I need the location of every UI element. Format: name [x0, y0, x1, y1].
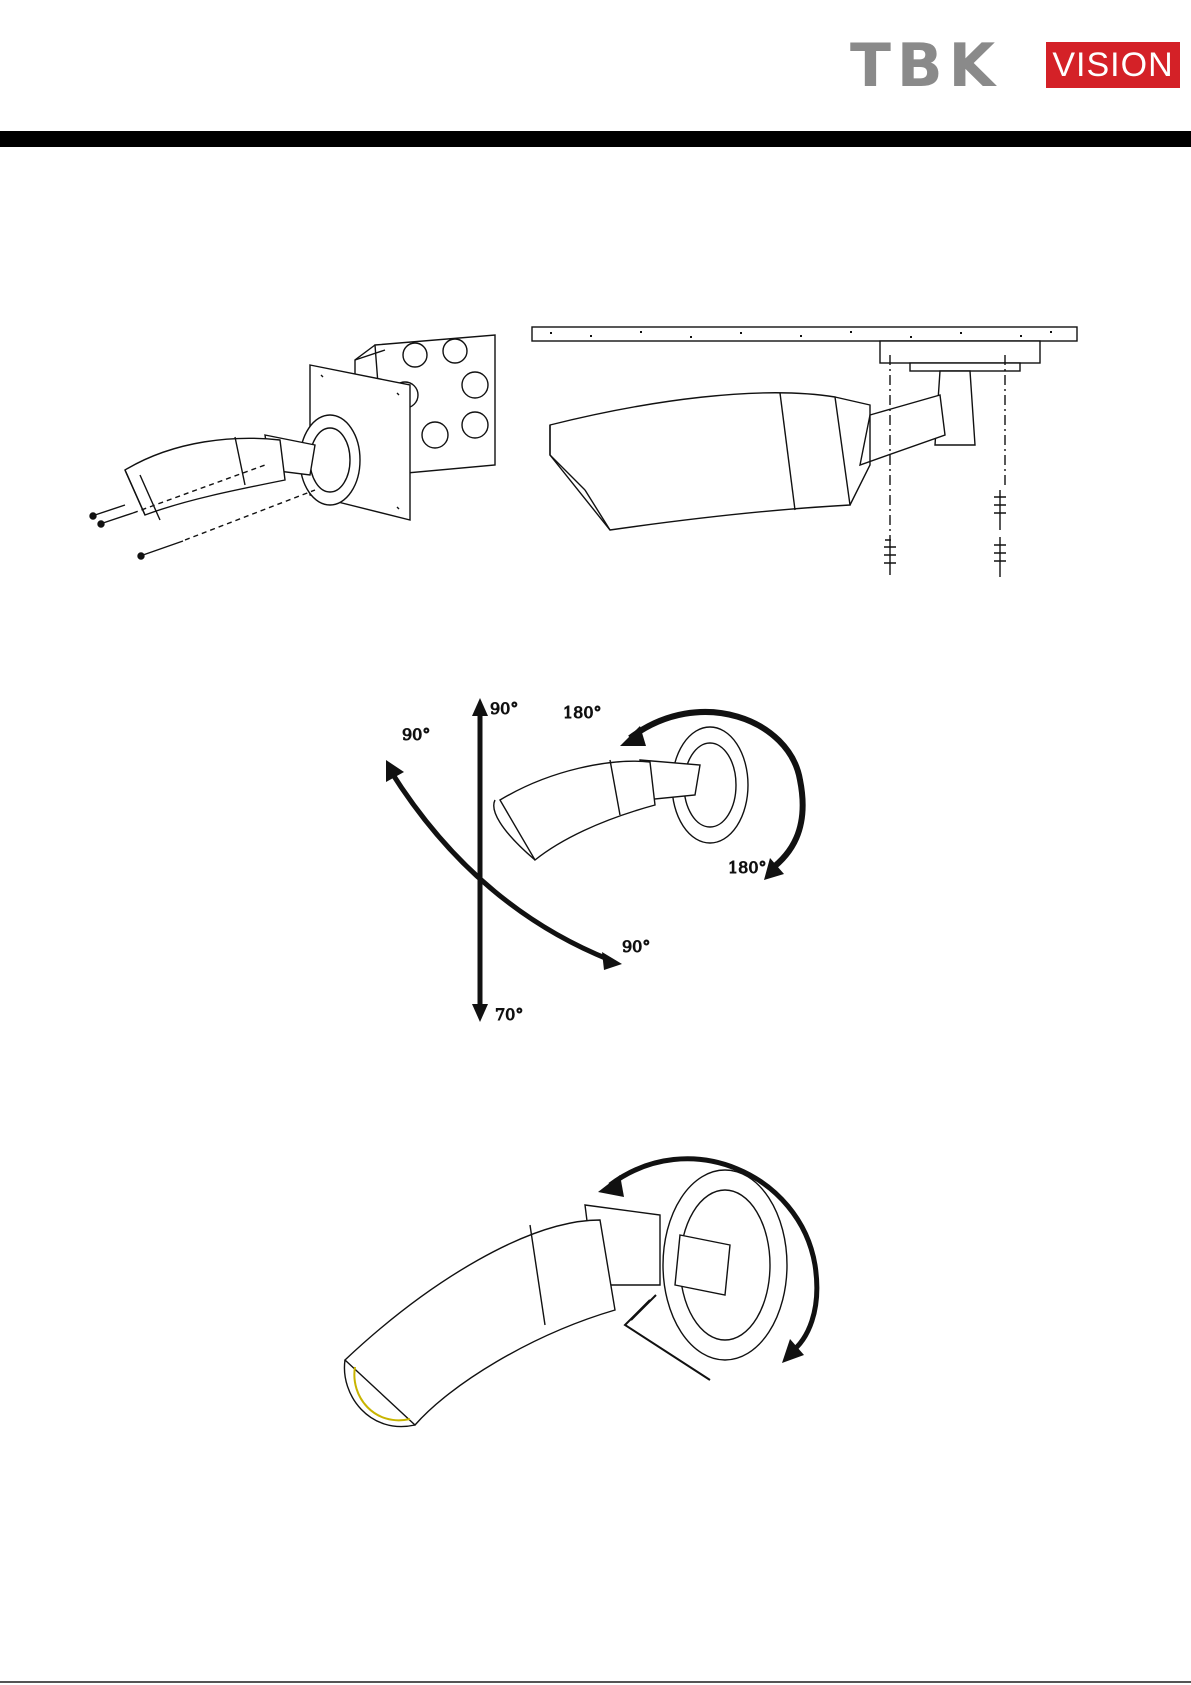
camera-junction-box-exploded-icon: [85, 325, 505, 610]
hex-key-lock-figure: [330, 1135, 870, 1475]
rotate-left-label: 90°: [402, 725, 430, 744]
tilt-down-label: 70°: [495, 1005, 523, 1024]
brand-logo: TBK VISION: [850, 36, 1190, 100]
logo-vision-badge: VISION: [1046, 42, 1180, 88]
camera-ceiling-mount-icon: [530, 325, 1080, 595]
header-rule: [0, 131, 1191, 147]
pan-top-label: 180°: [563, 703, 602, 722]
adjustment-figure: 180° 180° 90° 70° 90° 90°: [370, 690, 830, 1030]
tilt-up-label: 90°: [490, 699, 518, 718]
ceiling-mount-figure: [530, 325, 1080, 595]
camera-adjustment-icon: 180° 180° 90° 70° 90° 90°: [370, 690, 830, 1030]
pan-bottom-label: 180°: [728, 858, 767, 877]
camera-hex-key-lock-icon: [330, 1135, 870, 1475]
junction-box-mount-figure: [85, 325, 505, 610]
rotate-right-label: 90°: [622, 937, 650, 956]
footer-rule: [0, 1681, 1191, 1683]
logo-tbk-text: TBK: [850, 38, 1001, 94]
